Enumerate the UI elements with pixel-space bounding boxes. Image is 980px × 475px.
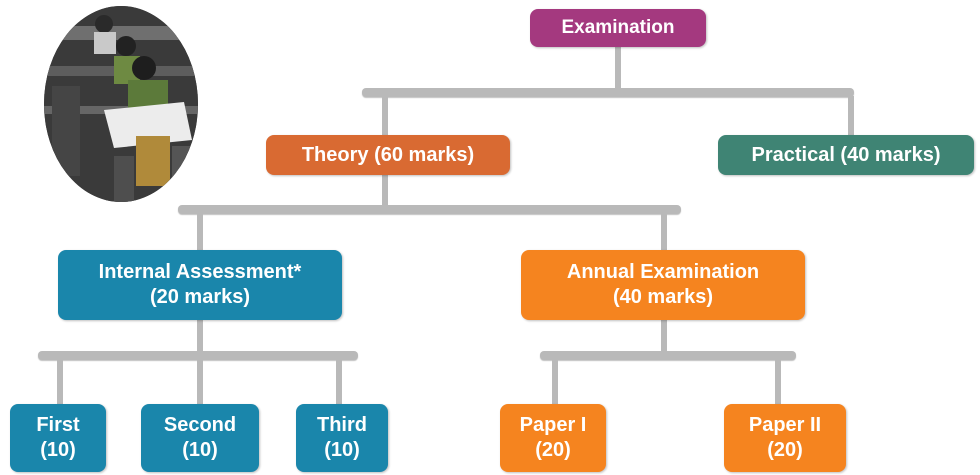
students-exam-photo: [44, 6, 198, 202]
third-node: Third (10): [296, 404, 388, 472]
connector-theory-drop: [382, 96, 388, 136]
first-node: First (10): [10, 404, 106, 472]
connector-second-drop: [197, 359, 203, 405]
connector-level3-right-bar: [540, 351, 796, 360]
annual-examination-node: Annual Examination (40 marks): [521, 250, 805, 320]
connector-level2-bar: [178, 205, 681, 214]
paper-2-node: Paper II (20): [724, 404, 846, 472]
paper-1-node: Paper I (20): [500, 404, 606, 472]
second-node: Second (10): [141, 404, 259, 472]
connector-level1-bar: [362, 88, 854, 97]
connector-first-drop: [57, 359, 63, 405]
connector-exam-stem: [615, 46, 621, 92]
internal-assessment-node: Internal Assessment* (20 marks): [58, 250, 342, 320]
connector-theory-stem: [382, 174, 388, 210]
connector-third-drop: [336, 359, 342, 405]
examination-node: Examination: [530, 9, 706, 47]
connector-paper2-drop: [775, 359, 781, 405]
connector-level3-left-bar: [38, 351, 358, 360]
connector-internal-drop: [197, 213, 203, 251]
practical-node: Practical (40 marks): [718, 135, 974, 175]
theory-node: Theory (60 marks): [266, 135, 510, 175]
connector-practical-drop: [848, 96, 854, 136]
connector-annual-stem: [661, 318, 667, 356]
connector-annual-drop: [661, 213, 667, 251]
connector-internal-stem: [197, 318, 203, 356]
connector-paper1-drop: [552, 359, 558, 405]
